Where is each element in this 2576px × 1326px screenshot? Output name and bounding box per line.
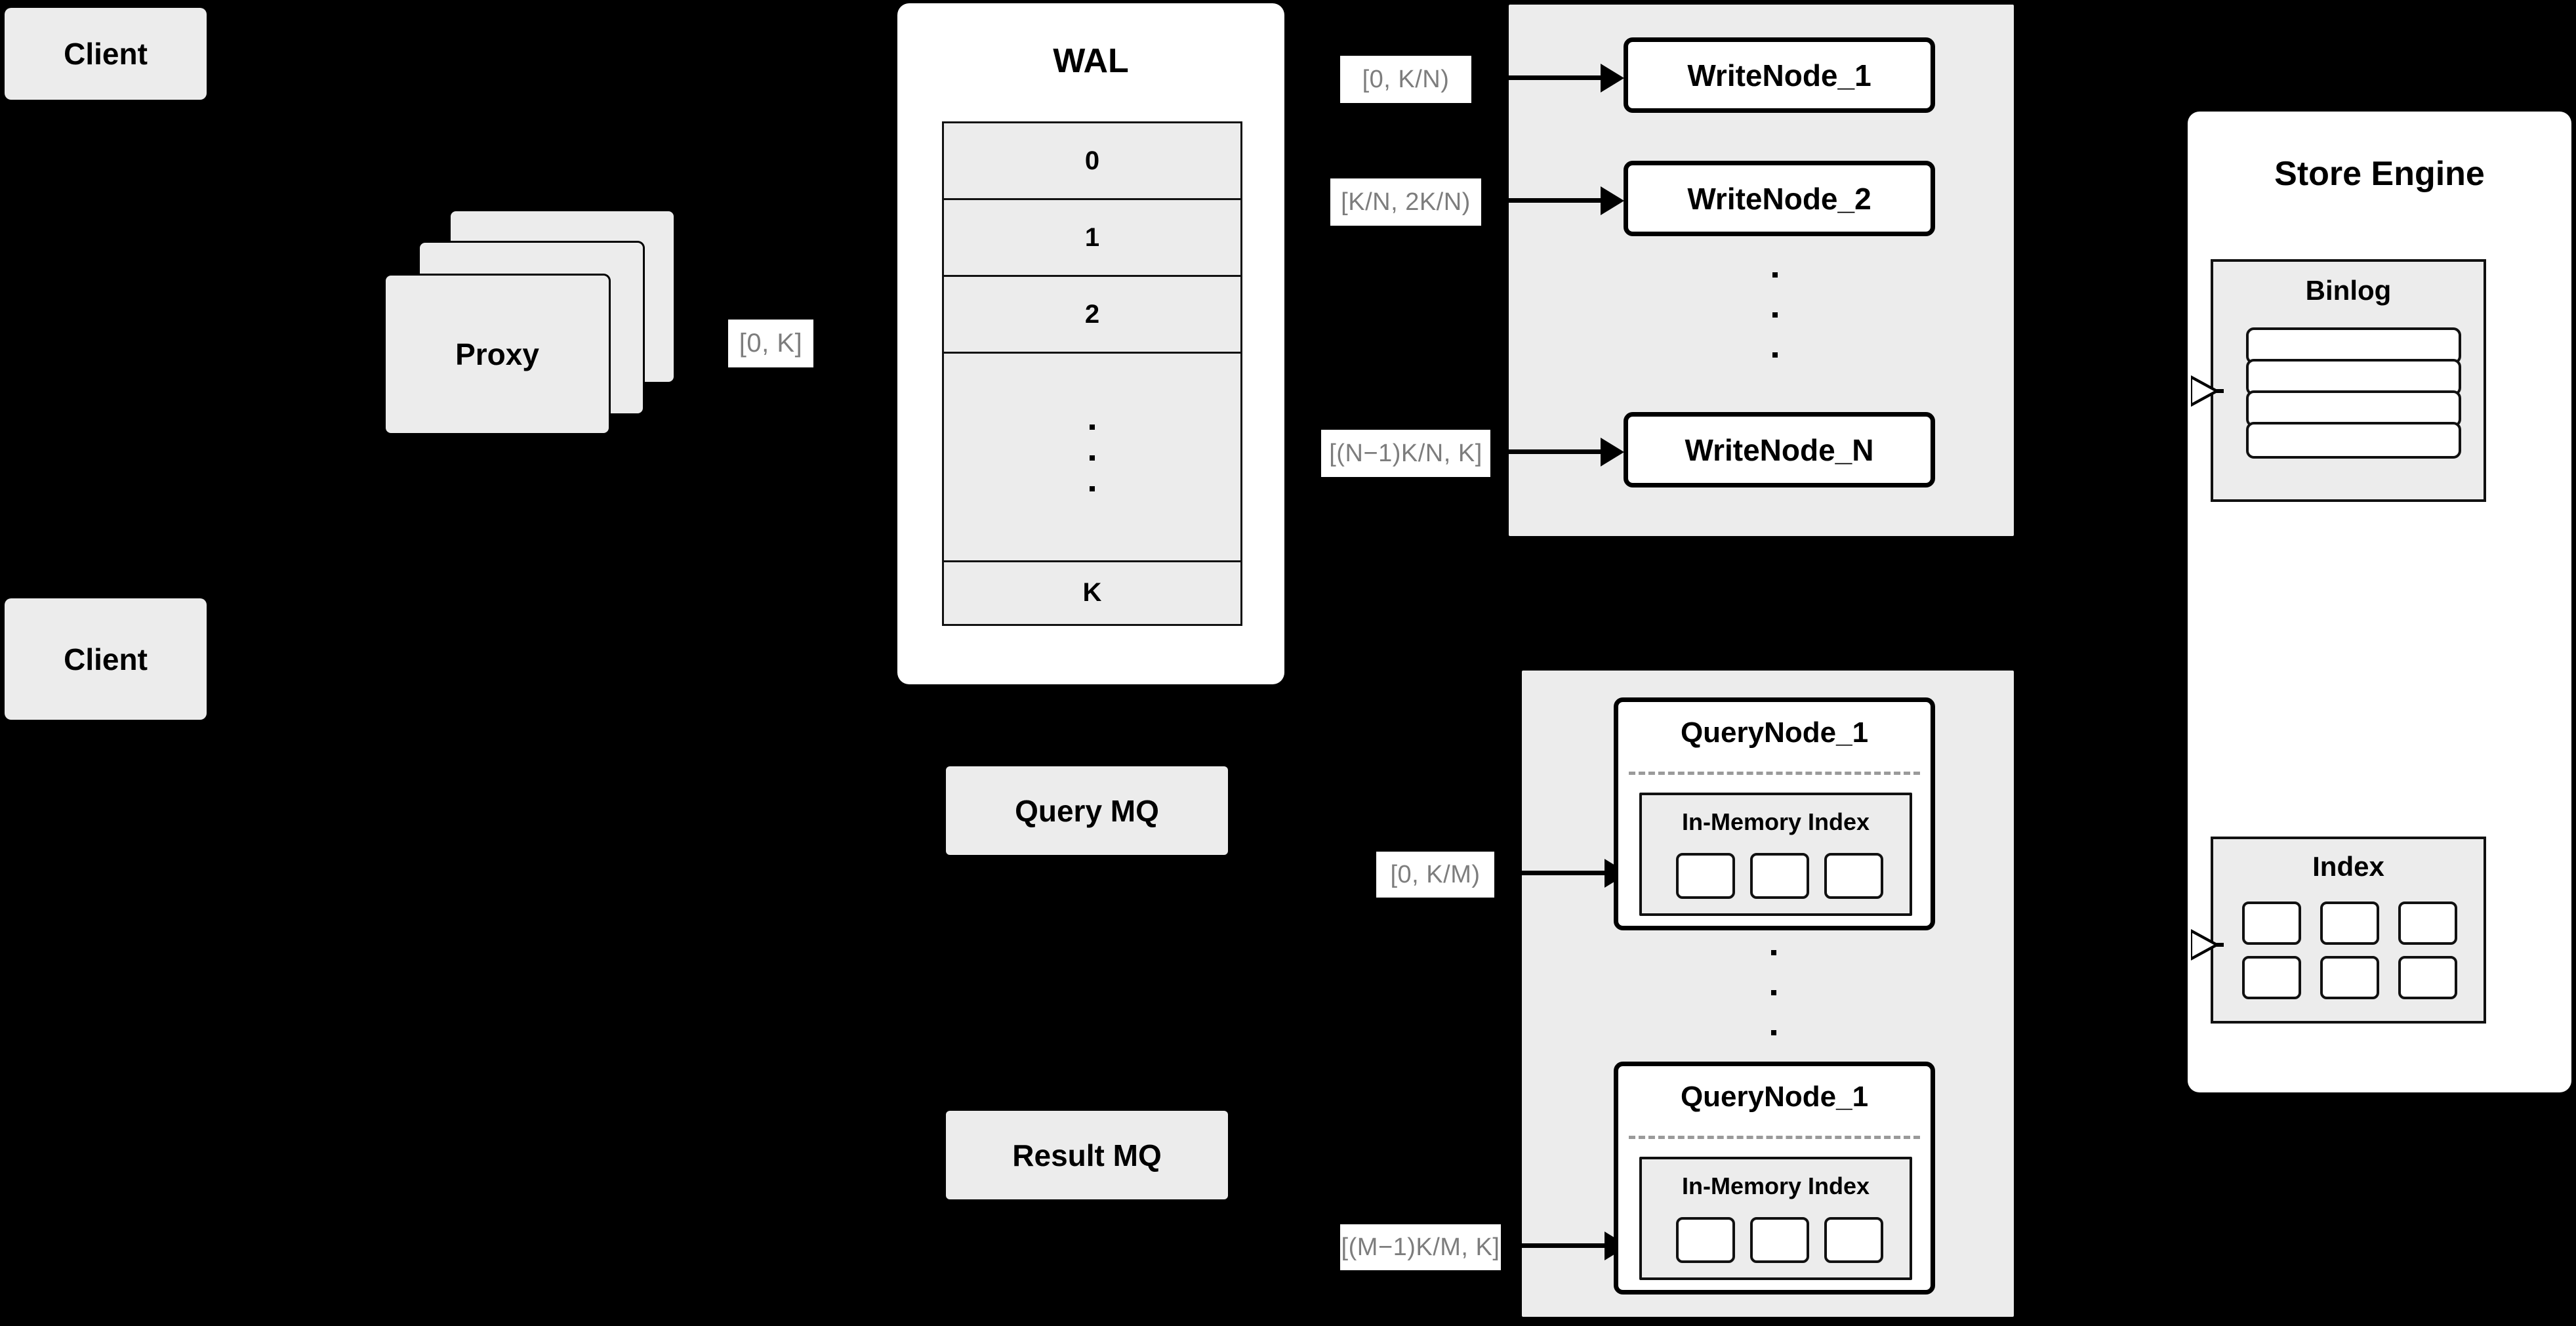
query-node-1-segment-3 — [1824, 853, 1883, 899]
range-label-write-1: [0, K/N) — [1340, 56, 1471, 103]
query-node-1-in-memory-index: In-Memory Index — [1639, 793, 1912, 916]
query-node-1-label: QueryNode_1 — [1680, 716, 1869, 749]
query-node-m-segment-1 — [1676, 1217, 1735, 1263]
wal-table: 0 1 2 K — [942, 121, 1242, 626]
query-mq-label: Query MQ — [1015, 793, 1159, 828]
index-cell-4 — [2242, 956, 2301, 999]
binlog-row-1 — [2246, 327, 2461, 364]
binlog-row-4 — [2246, 422, 2461, 459]
wal-row-0: 0 — [944, 123, 1240, 201]
query-node-1-divider — [1629, 772, 1920, 775]
client-label-1: Client — [64, 37, 148, 71]
arrow-head-index-icon — [2191, 929, 2220, 961]
index-title: Index — [2312, 851, 2384, 882]
range-label-write-n-text: [(N−1)K/N, K] — [1329, 439, 1482, 467]
query-node-m-index-title: In-Memory Index — [1681, 1172, 1870, 1199]
arrow-line-query-1 — [1498, 871, 1612, 875]
write-node-1[interactable]: WriteNode_1 — [1624, 37, 1935, 113]
wal-row-1: 1 — [944, 200, 1240, 278]
query-mq-box[interactable]: Query MQ — [946, 766, 1228, 855]
index-cell-5 — [2320, 956, 2379, 999]
index-cell-2 — [2320, 901, 2379, 945]
query-node-m-divider — [1629, 1136, 1920, 1139]
query-group-vertical-dots-icon — [1771, 950, 1776, 1035]
wal-vertical-dots-icon — [1090, 425, 1095, 492]
write-node-2[interactable]: WriteNode_2 — [1624, 161, 1935, 236]
query-node-m-segment-2 — [1750, 1217, 1809, 1263]
arrow-line-write-1 — [1478, 75, 1609, 80]
arrow-head-write-1 — [1601, 64, 1624, 93]
store-engine-title: Store Engine — [2274, 155, 2485, 193]
index-cell-6 — [2398, 956, 2457, 999]
write-node-n[interactable]: WriteNode_N — [1624, 412, 1935, 487]
write-group-vertical-dots-icon — [1772, 272, 1778, 358]
query-node-1-index-title: In-Memory Index — [1681, 808, 1870, 835]
query-node-m-label: QueryNode_1 — [1680, 1081, 1869, 1113]
client-box-1[interactable]: Client — [5, 8, 207, 100]
client-label-2: Client — [64, 642, 148, 676]
index-cell-1 — [2242, 901, 2301, 945]
wal-row-k: K — [944, 562, 1240, 625]
arrow-line-write-n — [1493, 449, 1608, 454]
range-label-write-2-text: [K/N, 2K/N) — [1341, 188, 1471, 216]
wal-row-ellipsis — [944, 354, 1240, 562]
client-box-2[interactable]: Client — [5, 598, 207, 720]
binlog-box: Binlog — [2211, 259, 2486, 502]
wal-title: WAL — [1053, 42, 1129, 80]
query-node-m-in-memory-index: In-Memory Index — [1639, 1157, 1912, 1280]
range-label-query-m: [(M−1)K/M, K] — [1340, 1224, 1501, 1270]
range-label-proxy-to-wal-text: [0, K] — [739, 329, 803, 358]
query-node-m[interactable]: QueryNode_1 In-Memory Index — [1614, 1062, 1935, 1295]
store-engine-panel: Store Engine Binlog Index — [2188, 112, 2571, 1092]
arrow-head-write-2 — [1601, 186, 1624, 215]
query-node-m-segment-3 — [1824, 1217, 1883, 1263]
arrow-line-write-2 — [1484, 198, 1608, 203]
arrow-line-query-m — [1504, 1243, 1612, 1248]
arrow-head-write-n — [1601, 438, 1624, 466]
range-label-query-1: [0, K/M) — [1376, 852, 1494, 898]
range-label-write-1-text: [0, K/N) — [1362, 65, 1450, 93]
proxy-label: Proxy — [455, 337, 539, 371]
query-node-1-segment-1 — [1676, 853, 1735, 899]
range-label-write-n: [(N−1)K/N, K] — [1321, 430, 1490, 477]
binlog-title: Binlog — [2305, 275, 2392, 306]
result-mq-box[interactable]: Result MQ — [946, 1111, 1228, 1199]
range-label-write-2: [K/N, 2K/N) — [1330, 178, 1481, 226]
index-box: Index — [2211, 837, 2486, 1024]
arrow-head-binlog-icon — [2191, 375, 2220, 407]
write-node-n-label: WriteNode_N — [1685, 432, 1874, 467]
range-label-query-m-text: [(M−1)K/M, K] — [1341, 1233, 1500, 1261]
range-label-query-1-text: [0, K/M) — [1390, 860, 1481, 888]
proxy-box[interactable]: Proxy — [386, 276, 609, 433]
wal-row-2: 2 — [944, 277, 1240, 354]
write-node-2-label: WriteNode_2 — [1687, 181, 1871, 216]
result-mq-label: Result MQ — [1012, 1138, 1162, 1172]
index-cell-3 — [2398, 901, 2457, 945]
write-node-1-label: WriteNode_1 — [1687, 58, 1871, 93]
query-node-1-segment-2 — [1750, 853, 1809, 899]
range-label-proxy-to-wal: [0, K] — [728, 320, 813, 367]
query-node-1[interactable]: QueryNode_1 In-Memory Index — [1614, 697, 1935, 930]
